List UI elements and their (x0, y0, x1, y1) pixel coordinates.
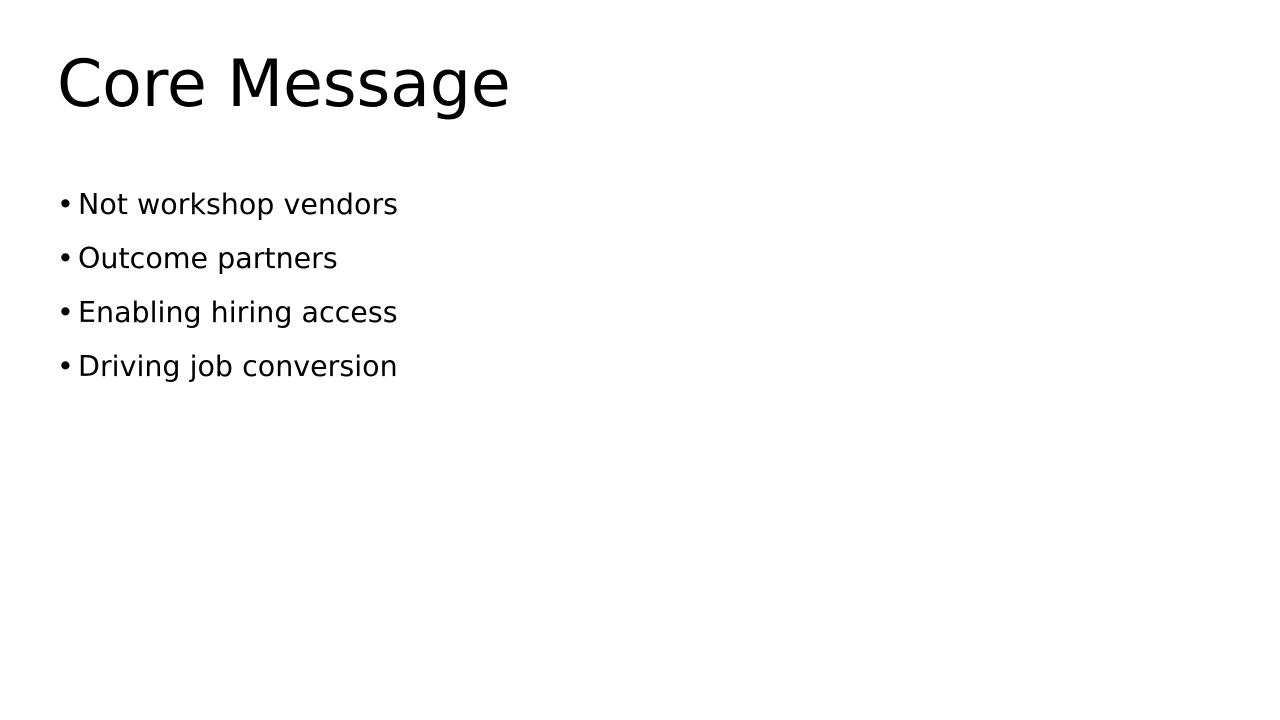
bullet-list: • Not workshop vendors • Outcome partner… (57, 184, 1177, 400)
bullet-point-icon: • (57, 188, 74, 221)
list-item: • Not workshop vendors (57, 184, 1177, 238)
list-item-label: Enabling hiring access (78, 296, 398, 329)
bullet-point-icon: • (57, 296, 74, 329)
page-title: Core Message (57, 47, 511, 122)
list-item: • Enabling hiring access (57, 292, 1177, 346)
bullet-point-icon: • (57, 242, 74, 275)
list-item-label: Driving job conversion (78, 350, 398, 383)
list-item: • Outcome partners (57, 238, 1177, 292)
bullet-point-icon: • (57, 350, 74, 383)
list-item: • Driving job conversion (57, 346, 1177, 400)
list-item-label: Outcome partners (78, 242, 338, 275)
list-item-label: Not workshop vendors (78, 188, 399, 221)
